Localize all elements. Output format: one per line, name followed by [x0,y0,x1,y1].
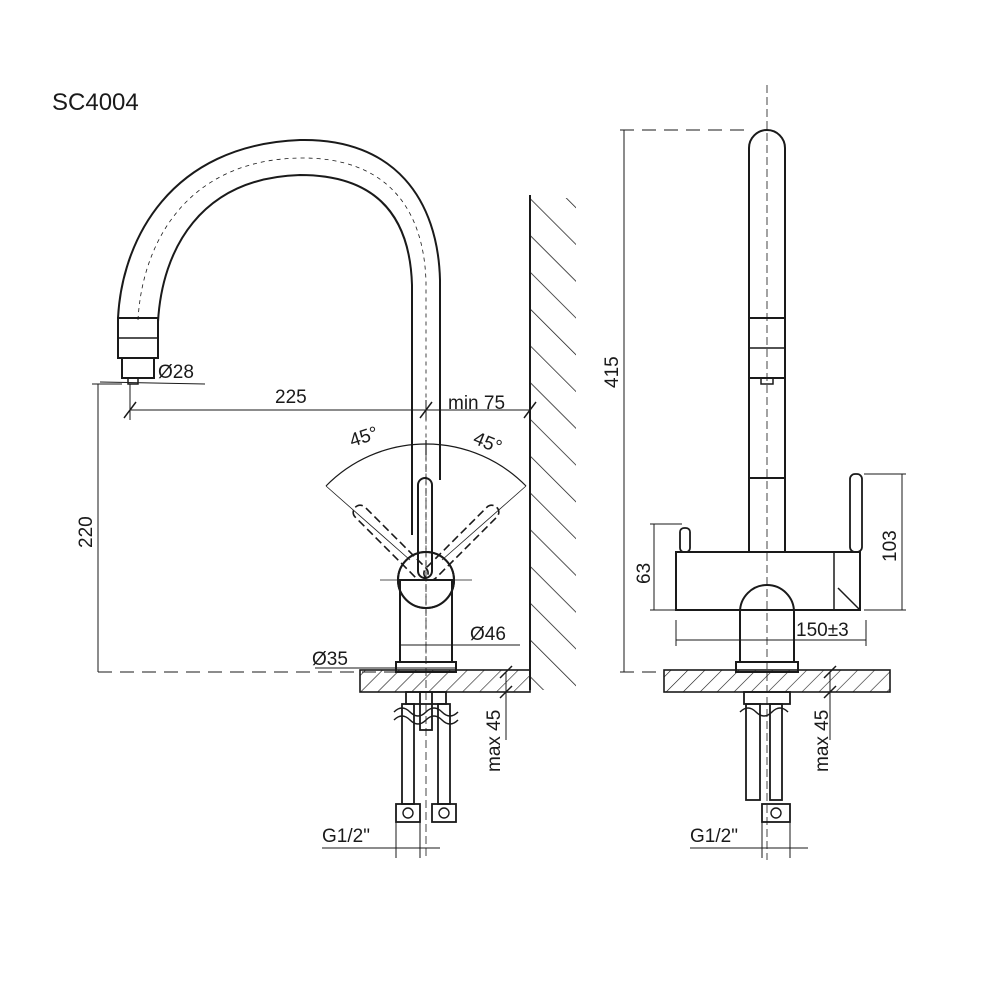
threaded-rod [419,691,433,731]
hose-nut-left [395,803,421,823]
spout-diameter-label: Ø28 [158,362,194,383]
break-line-2 [393,715,459,725]
spout-height-label: 220 [76,516,97,548]
spout-dia-leader [99,381,206,385]
spray-outlet [127,377,139,385]
handle-right-position [423,504,500,581]
front-handle-left [679,527,691,553]
reach-tick-right [523,401,537,419]
front-deck-tick-top [823,665,837,679]
swivel-right-ext [441,485,527,561]
reach-label: 225 [275,387,307,408]
deck-tick-top [499,665,513,679]
swivel-left-label: 45° [347,423,381,452]
front-base-ring [735,661,799,673]
reach-tick-left [123,401,137,419]
handle-spacing-label: 150±3 [796,620,849,641]
hose-nut-left-hole [402,807,414,819]
spout-inner [157,173,413,535]
spout-outer [117,138,441,480]
front-base [739,584,795,662]
swivel-right-label: 45° [470,428,505,458]
total-height-label: 415 [602,356,623,388]
front-deck-tick-bottom [823,685,837,699]
front-view: 415 103 63 150±3 max 45 G1/2" [602,85,906,860]
front-collar [748,477,786,553]
wall-hatch [530,198,576,690]
front-hose-nut-hole [770,807,782,819]
front-connection-label: G1/2" [690,826,738,847]
spray-nozzle [121,357,155,379]
handle-height-label: 103 [880,530,901,562]
front-spray-outlet [760,377,774,385]
front-body [675,551,861,611]
front-break-line [739,707,789,717]
spout-centerline [137,157,427,660]
model-title: SC4004 [52,89,139,116]
deck-thickness-label: max 45 [484,710,505,772]
reach-tick-mid [419,401,433,419]
front-shank [743,691,791,705]
front-hose-nut [761,803,791,823]
body-diameter-label: Ø46 [470,624,506,645]
side-view: 45° 45° 225 min 75 Ø28 220 Ø46 Ø35 max 4… [76,138,576,860]
hose-nut-right [431,803,457,823]
front-hose-right [769,703,783,801]
front-deck-hatch [663,669,891,693]
swivel-left-ext [325,485,411,561]
front-spout [748,129,786,478]
hose-nut-right-hole [438,807,450,819]
front-deck-thickness-label: max 45 [812,710,833,772]
break-line [393,707,459,717]
front-handle-right [849,473,863,553]
connection-label: G1/2" [322,826,370,847]
wall-clearance-label: min 75 [448,393,505,414]
front-hose-left [745,703,761,801]
deck-tick-bottom [499,685,513,699]
base-diameter-label: Ø35 [312,649,348,670]
body-height-label: 63 [634,563,655,584]
front-body-bevel [837,587,861,611]
handle-left-position [352,504,429,581]
